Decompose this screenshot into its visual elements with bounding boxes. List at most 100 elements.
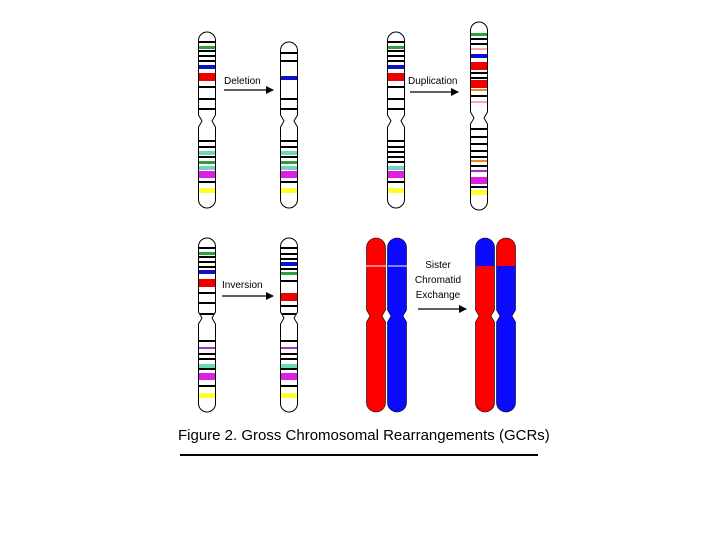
band bbox=[387, 188, 405, 193]
band bbox=[387, 50, 405, 52]
band bbox=[280, 247, 298, 249]
band bbox=[387, 73, 405, 81]
band bbox=[280, 253, 298, 255]
band bbox=[280, 151, 298, 155]
band bbox=[470, 101, 488, 103]
inversion-label: Inversion bbox=[222, 280, 263, 291]
band bbox=[198, 261, 216, 263]
band bbox=[198, 393, 216, 398]
band bbox=[198, 86, 216, 88]
band bbox=[280, 262, 298, 266]
band bbox=[198, 146, 216, 148]
chromosome-original bbox=[198, 31, 216, 209]
deletion-panel: Deletion bbox=[198, 31, 298, 209]
chromosome-outline bbox=[470, 21, 488, 211]
inversion-panel: Inversion bbox=[198, 237, 298, 413]
band bbox=[387, 60, 405, 62]
band bbox=[198, 140, 216, 142]
sce-panel: Sister Chromatid Exchange bbox=[366, 237, 516, 413]
band bbox=[198, 279, 216, 287]
band bbox=[280, 181, 298, 183]
band bbox=[280, 171, 298, 178]
chromatid-outline bbox=[475, 237, 495, 413]
band bbox=[470, 160, 488, 162]
band bbox=[280, 108, 298, 110]
band bbox=[387, 151, 405, 153]
band bbox=[280, 373, 298, 380]
band bbox=[387, 108, 405, 110]
band bbox=[280, 385, 298, 387]
chromatid-segment bbox=[496, 266, 516, 412]
band bbox=[198, 73, 216, 81]
chromosome-outline bbox=[198, 31, 216, 209]
band bbox=[280, 305, 298, 307]
band bbox=[387, 41, 405, 43]
band bbox=[387, 181, 405, 183]
band bbox=[280, 76, 298, 80]
band bbox=[198, 292, 216, 294]
sce-label-line-1: Sister bbox=[425, 260, 451, 271]
band bbox=[280, 98, 298, 100]
band bbox=[280, 272, 298, 275]
band bbox=[198, 368, 216, 370]
chromatid-outline bbox=[496, 237, 516, 413]
chromosome-duplicated bbox=[470, 21, 488, 211]
band bbox=[470, 38, 488, 40]
band bbox=[387, 98, 405, 100]
chromosome-outline bbox=[280, 41, 298, 209]
band bbox=[198, 347, 216, 349]
chromosome-outline bbox=[280, 237, 298, 413]
chromatid bbox=[387, 237, 407, 413]
band bbox=[470, 177, 488, 184]
band bbox=[387, 46, 405, 49]
figure-caption: Figure 2. Gross Chromosomal Rearrangemen… bbox=[178, 427, 550, 444]
band bbox=[387, 161, 405, 163]
band bbox=[280, 353, 298, 355]
sce-label-line-3: Exchange bbox=[416, 290, 461, 301]
band bbox=[280, 347, 298, 349]
band bbox=[280, 60, 298, 62]
band bbox=[198, 364, 216, 368]
band bbox=[198, 385, 216, 387]
band bbox=[280, 280, 298, 282]
band bbox=[470, 165, 488, 167]
band bbox=[280, 340, 298, 342]
band bbox=[198, 166, 216, 170]
band bbox=[198, 358, 216, 360]
band bbox=[387, 86, 405, 88]
chromosome-outline bbox=[387, 31, 405, 209]
band bbox=[470, 48, 488, 50]
chromosome-deleted bbox=[280, 41, 298, 209]
band bbox=[198, 41, 216, 43]
band bbox=[470, 143, 488, 145]
band bbox=[280, 156, 298, 158]
band bbox=[470, 33, 488, 36]
band bbox=[387, 55, 405, 57]
band bbox=[280, 140, 298, 142]
band bbox=[280, 368, 298, 370]
sce-label-line-2: Chromatid bbox=[415, 275, 461, 286]
chromosome-inverted bbox=[280, 237, 298, 413]
band bbox=[198, 181, 216, 183]
band bbox=[280, 358, 298, 360]
band bbox=[198, 188, 216, 193]
band bbox=[470, 136, 488, 138]
band bbox=[198, 256, 216, 258]
duplication-panel: Duplication bbox=[387, 21, 488, 211]
band bbox=[198, 55, 216, 57]
chromatid-segment bbox=[475, 238, 495, 266]
band bbox=[470, 190, 488, 195]
band bbox=[470, 89, 488, 91]
band bbox=[387, 140, 405, 142]
band bbox=[280, 52, 298, 54]
band bbox=[280, 268, 298, 270]
band bbox=[198, 65, 216, 69]
duplication-label: Duplication bbox=[408, 76, 457, 87]
band bbox=[470, 80, 488, 88]
deletion-label: Deletion bbox=[224, 76, 261, 87]
band bbox=[470, 170, 488, 172]
band bbox=[470, 128, 488, 130]
band bbox=[198, 270, 216, 274]
band bbox=[387, 166, 405, 170]
